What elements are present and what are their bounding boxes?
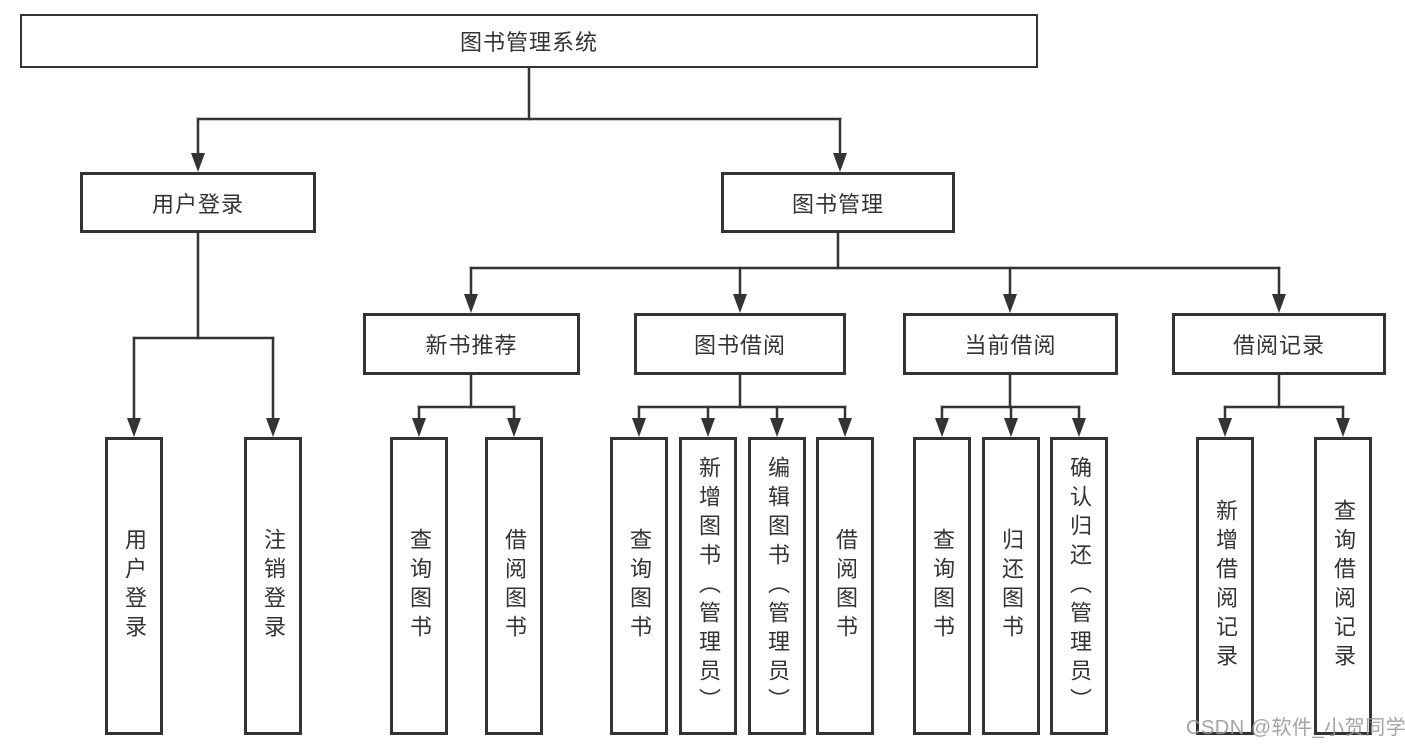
leaf-query-books-borrow: 查询图书 xyxy=(610,437,668,735)
leaf-label: 查询图书 xyxy=(407,528,432,644)
leaf-add-books-admin: 新增图书（管理员） xyxy=(679,437,737,735)
leaf-label: 借阅图书 xyxy=(502,528,527,644)
csdn-watermark: CSDN @软件_小贺同学 xyxy=(1186,717,1405,739)
leaf-return-books: 归还图书 xyxy=(982,437,1040,735)
leaf-confirm-return-admin: 确认归还（管理员） xyxy=(1050,437,1108,735)
leaf-label: 查询图书 xyxy=(930,528,955,644)
arrowheads xyxy=(127,153,1350,437)
node-book-management: 图书管理 xyxy=(721,172,955,233)
node-user-login: 用户登录 xyxy=(80,172,316,233)
leaf-label: 用户登录 xyxy=(122,528,147,644)
leaf-label: 归还图书 xyxy=(999,528,1024,644)
leaf-label: 查询借阅记录 xyxy=(1331,499,1356,673)
leaf-label: 查询图书 xyxy=(627,528,652,644)
leaf-label: 新增图书（管理员） xyxy=(696,455,721,717)
node-label: 图书管理系统 xyxy=(459,30,598,55)
node-label: 用户登录 xyxy=(151,191,244,217)
leaf-user-login: 用户登录 xyxy=(105,437,163,735)
leaf-query-books-current: 查询图书 xyxy=(913,437,971,735)
node-label: 新书推荐 xyxy=(425,333,518,358)
leaf-label: 借阅图书 xyxy=(833,528,858,644)
leaf-query-books-recommend: 查询图书 xyxy=(390,437,448,735)
leaf-label: 新增借阅记录 xyxy=(1213,499,1238,673)
node-label: 图书借阅 xyxy=(693,333,786,358)
node-book-borrowing: 图书借阅 xyxy=(634,313,846,375)
node-borrowing-records: 借阅记录 xyxy=(1172,313,1386,375)
node-root-system: 图书管理系统 xyxy=(20,14,1038,68)
leaf-label: 注销登录 xyxy=(261,528,286,644)
node-label: 当前借阅 xyxy=(964,333,1057,358)
leaf-borrow-books-recommend: 借阅图书 xyxy=(485,437,543,735)
leaf-edit-books-admin: 编辑图书（管理员） xyxy=(748,437,806,735)
node-label: 图书管理 xyxy=(791,191,884,217)
node-current-borrowing: 当前借阅 xyxy=(903,313,1118,375)
node-label: 借阅记录 xyxy=(1232,333,1325,358)
leaf-label: 编辑图书（管理员） xyxy=(765,455,790,717)
node-new-book-recommend: 新书推荐 xyxy=(363,313,580,375)
leaf-logout: 注销登录 xyxy=(244,437,302,735)
leaf-label: 确认归还（管理员） xyxy=(1067,455,1092,717)
leaf-borrow-books: 借阅图书 xyxy=(816,437,874,735)
leaf-query-borrow-record: 查询借阅记录 xyxy=(1314,437,1372,735)
leaf-add-borrow-record: 新增借阅记录 xyxy=(1196,437,1254,735)
